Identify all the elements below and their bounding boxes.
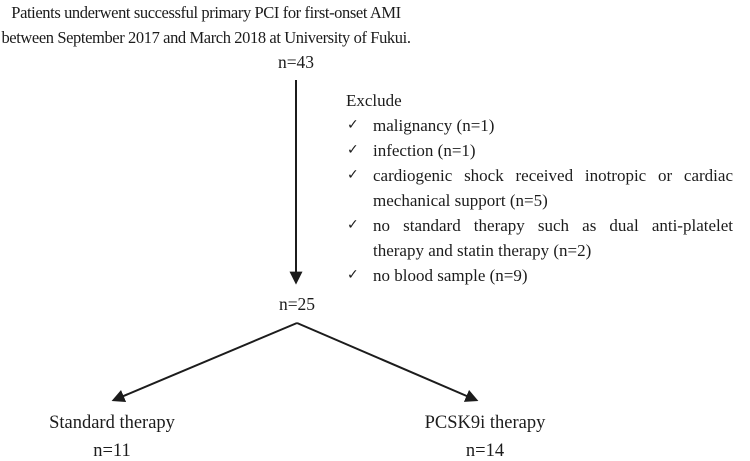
list-item: ✓ malignancy (n=1) (345, 113, 745, 138)
branch-label-text: Standard therapy (49, 413, 175, 433)
exclusion-item-text: infection (n=1) (373, 141, 476, 160)
standard-therapy-branch: Standard therapy n=11 (32, 409, 192, 461)
check-icon: ✓ (347, 117, 359, 133)
exclusion-item-text: cardiogenic shock received inotropic or … (373, 166, 733, 210)
branch-count: n=11 (93, 441, 131, 461)
list-item: ✓ no standard therapy such as dual anti-… (345, 213, 745, 263)
exclusion-heading: Exclude (346, 91, 402, 110)
post-exclusion-count: n=25 (278, 294, 316, 314)
exclusion-item-text: no blood sample (n=9) (373, 266, 528, 285)
check-icon: ✓ (347, 142, 359, 158)
study-title: Patients underwent successful primary PC… (0, 0, 412, 50)
check-icon: ✓ (347, 167, 359, 183)
exclusion-item-text: no standard therapy such as dual anti-pl… (373, 216, 733, 260)
left-branch-arrow (111, 322, 298, 402)
check-icon: ✓ (347, 267, 359, 283)
list-item: ✓ no blood sample (n=9) (345, 263, 745, 288)
exclusion-item-text: malignancy (n=1) (373, 116, 495, 135)
pcsk9i-therapy-branch: PCSK9i therapy n=14 (405, 409, 565, 461)
initial-count: n=43 (277, 52, 315, 72)
right-branch-arrow (296, 322, 479, 402)
branch-count: n=14 (465, 441, 505, 461)
study-title-line2: between September 2017 and March 2018 at… (1, 28, 411, 47)
exclusion-box: Exclude ✓ malignancy (n=1) ✓ infection (… (345, 88, 745, 288)
check-icon: ✓ (347, 217, 359, 233)
study-title-line1: Patients underwent successful primary PC… (11, 3, 401, 22)
list-item: ✓ infection (n=1) (345, 138, 745, 163)
branch-label-text: PCSK9i therapy (424, 413, 546, 433)
list-item: ✓ cardiogenic shock received inotropic o… (345, 163, 745, 213)
